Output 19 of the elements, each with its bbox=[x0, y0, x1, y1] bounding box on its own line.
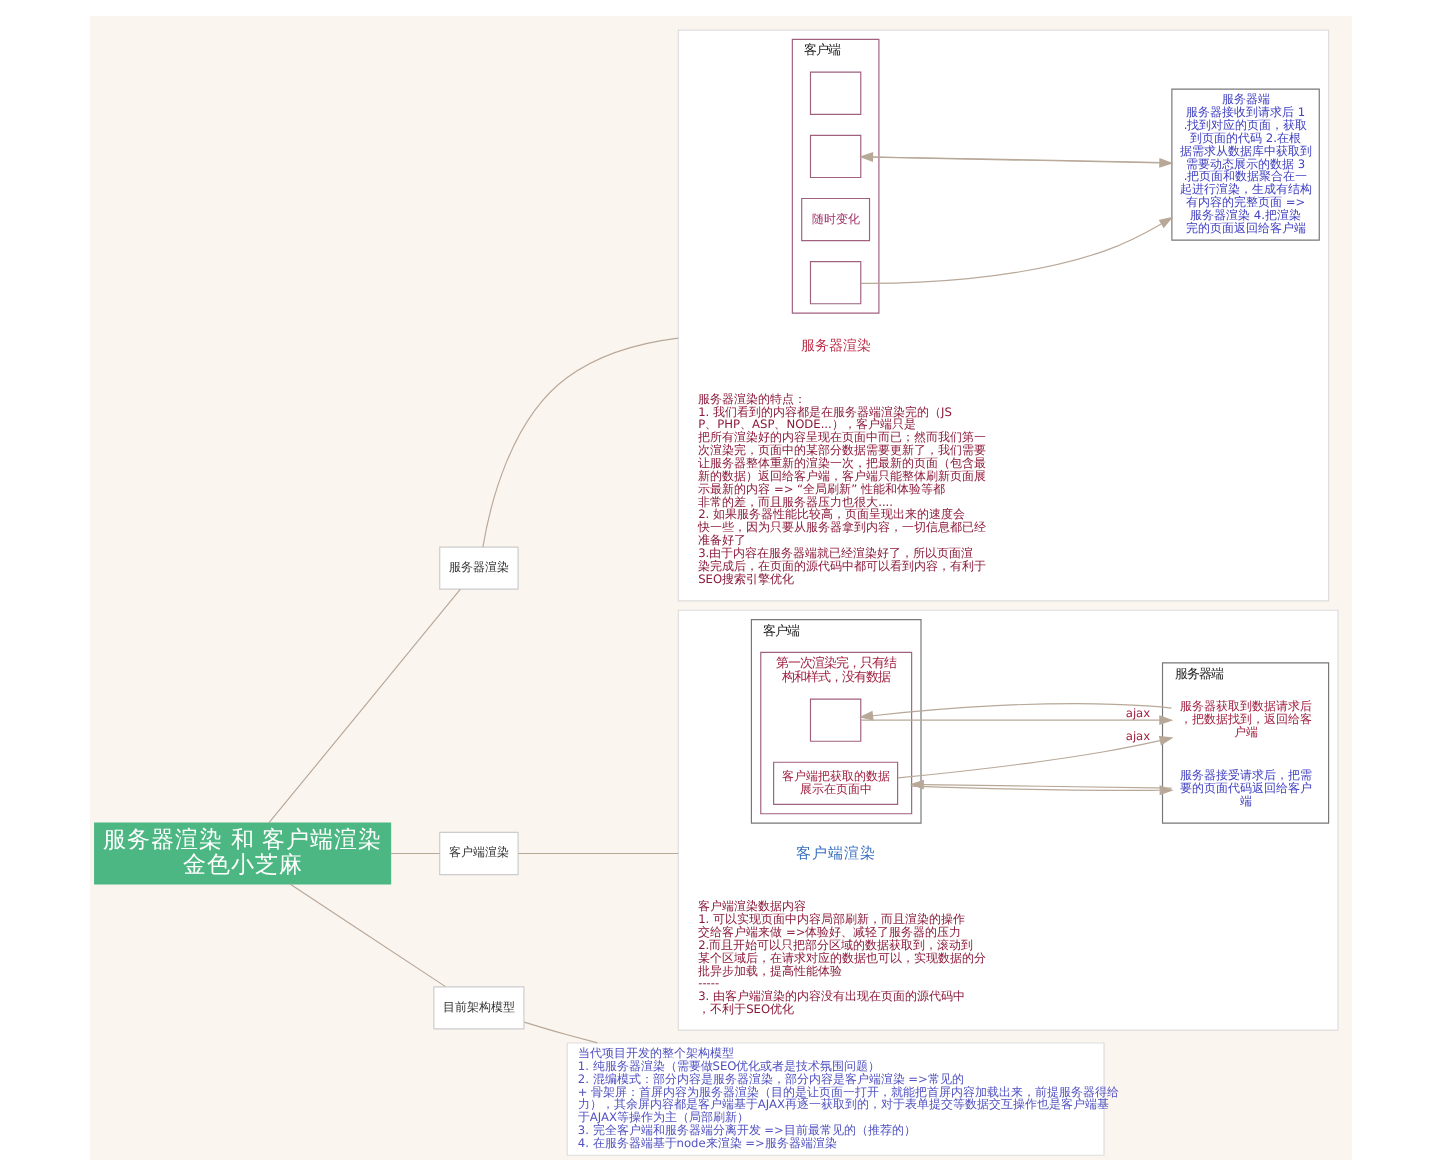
connector bbox=[267, 588, 460, 824]
node-box bbox=[808, 698, 861, 742]
connector bbox=[481, 337, 678, 548]
connector bbox=[389, 852, 440, 855]
connector bbox=[288, 883, 446, 988]
arrow bbox=[896, 735, 1173, 779]
arrow bbox=[858, 152, 1172, 164]
arrow bbox=[908, 779, 1172, 790]
arrow bbox=[858, 702, 1172, 721]
connector bbox=[516, 852, 678, 855]
node-box bbox=[808, 71, 861, 115]
node-box bbox=[808, 134, 861, 179]
arrow bbox=[859, 216, 1173, 284]
connector bbox=[522, 1021, 598, 1044]
cluster bbox=[676, 609, 1338, 1031]
arrow bbox=[859, 715, 1173, 726]
node-box: 服务器渲染 和 客户端渲染 金色小芝麻 bbox=[93, 822, 391, 885]
cluster bbox=[676, 29, 1329, 602]
node-box bbox=[808, 261, 861, 305]
